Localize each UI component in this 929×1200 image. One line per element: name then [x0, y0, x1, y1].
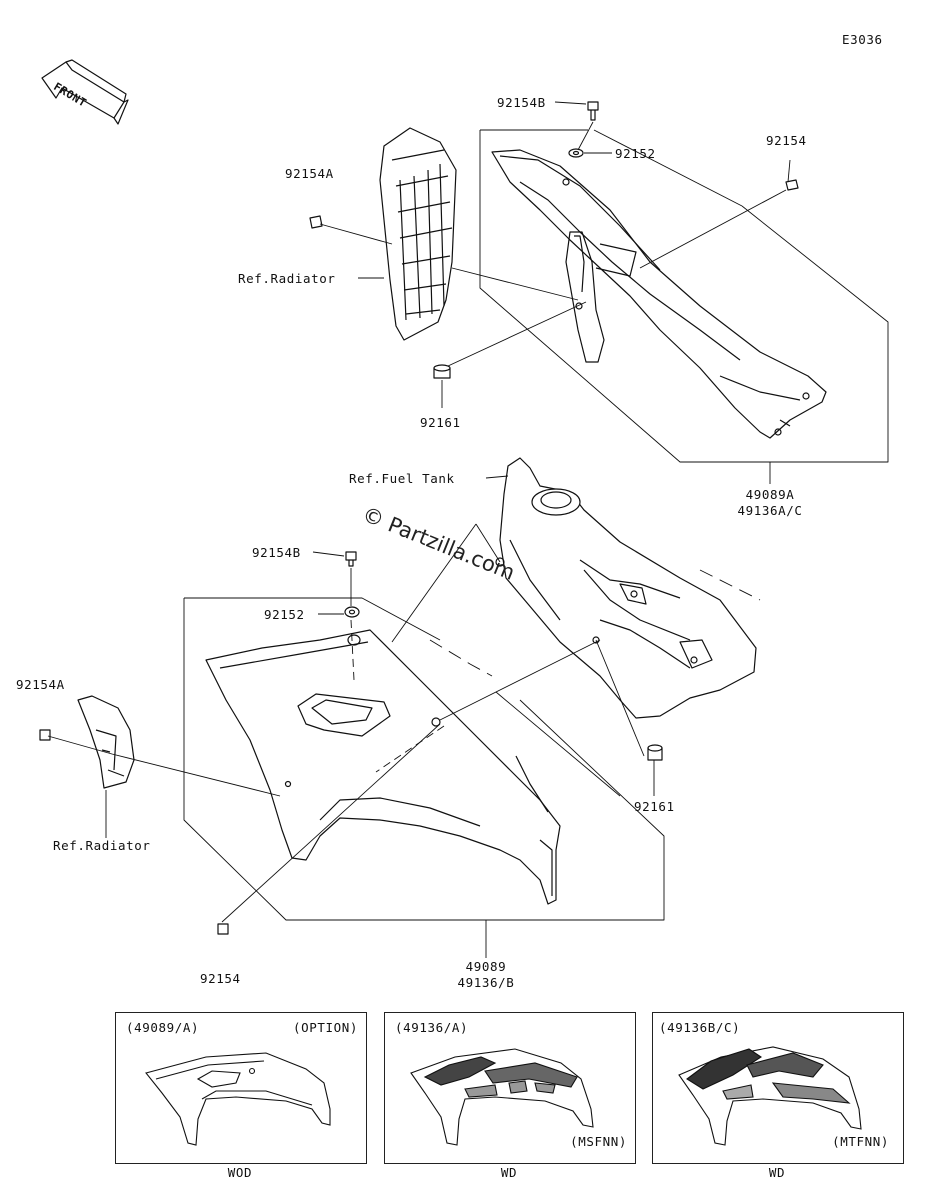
variant-shroud-drawing-3	[678, 1046, 862, 1146]
label-92152-mid: 92152	[264, 607, 305, 622]
washer-92152-top	[568, 148, 584, 158]
radiator-side-left	[77, 695, 135, 789]
washer-92152-mid	[344, 606, 360, 618]
label-ref-fuel-tank: Ref.Fuel Tank	[349, 471, 455, 486]
label-92161-top: 92161	[420, 415, 461, 430]
label-92152-top: 92152	[615, 146, 656, 161]
variant-2-note: (MSFNN)	[570, 1134, 627, 1149]
front-arrow-icon	[41, 59, 129, 125]
variant-box-2: (49136/A) (MSFNN)	[384, 1012, 636, 1164]
label-49136B: 49136/B	[457, 975, 515, 990]
left-shroud-part	[205, 629, 561, 905]
label-92154-bottom: 92154	[200, 971, 241, 986]
variant-3-color: WD	[768, 1165, 786, 1180]
label-92154B-top: 92154B	[497, 95, 546, 110]
diagram-code: E3036	[842, 32, 883, 47]
label-49089: 49089	[465, 959, 507, 974]
bolt-92154A-top	[309, 215, 323, 229]
radiator-grille-top	[379, 127, 457, 341]
label-49136AC: 49136A/C	[737, 503, 803, 518]
label-92154A-left: 92154A	[16, 677, 65, 692]
label-ref-radiator-top: Ref.Radiator	[238, 271, 336, 286]
bolt-92154A-left	[39, 729, 51, 741]
right-shroud-part	[491, 149, 827, 439]
fuel-tank-part	[495, 457, 757, 719]
bolt-92154B-top	[587, 101, 599, 121]
variant-2-code: (49136/A)	[395, 1020, 469, 1035]
label-92154A-top: 92154A	[285, 166, 334, 181]
variant-1-note: (OPTION)	[292, 1020, 358, 1035]
variant-1-color: WOD	[227, 1165, 253, 1180]
variant-2-color: WD	[500, 1165, 518, 1180]
label-ref-radiator-left: Ref.Radiator	[53, 838, 151, 853]
variant-shroud-drawing-2	[410, 1048, 594, 1146]
bolt-92154-bottom	[217, 923, 229, 935]
collar-92161-right	[647, 744, 663, 761]
variant-box-1: (49089/A) (OPTION)	[115, 1012, 367, 1164]
label-92154B-mid: 92154B	[252, 545, 301, 560]
label-49089A: 49089A	[745, 487, 795, 502]
variant-1-code: (49089/A)	[126, 1020, 200, 1035]
variant-shroud-drawing-1	[145, 1052, 331, 1146]
collar-92161-top	[433, 364, 451, 379]
variant-box-3: (49136B/C) (MTFNN)	[652, 1012, 904, 1164]
bolt-92154-top-right	[785, 179, 799, 191]
variant-3-code: (49136B/C)	[659, 1020, 741, 1035]
label-92154-top: 92154	[766, 133, 807, 148]
label-92161-right: 92161	[634, 799, 675, 814]
bolt-92154B-mid	[345, 551, 357, 567]
variant-3-note: (MTFNN)	[832, 1134, 889, 1149]
